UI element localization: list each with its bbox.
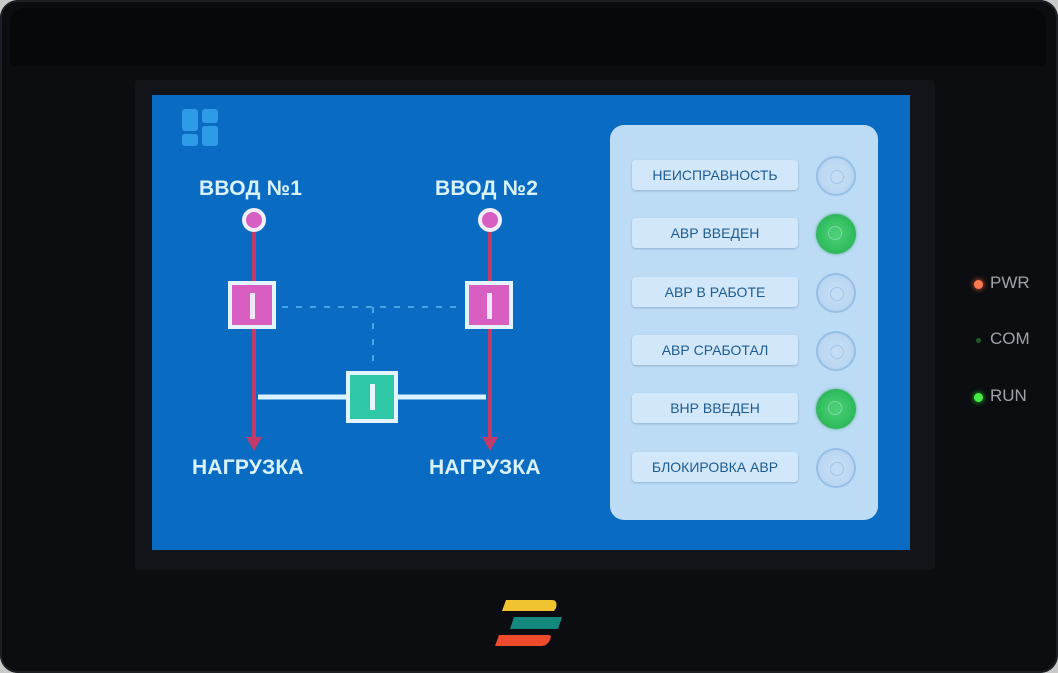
status-row-avr-enabled: АВР ВВЕДЕН bbox=[632, 214, 862, 254]
breaker-closed-icon bbox=[487, 293, 492, 319]
breaker-closed-icon bbox=[250, 293, 255, 319]
led-com-icon bbox=[976, 338, 981, 343]
indicator-lamp-off-icon bbox=[816, 273, 856, 313]
indicator-lamp-off-icon bbox=[816, 331, 856, 371]
breaker-input-2[interactable] bbox=[465, 281, 513, 329]
status-row-vnr-enabled: ВНР ВВЕДЕН bbox=[632, 389, 862, 429]
input-1-label: ВВОД №1 bbox=[199, 177, 303, 200]
status-label: АВР ВВЕДЕН bbox=[632, 218, 798, 248]
breaker-input-1[interactable] bbox=[228, 281, 276, 329]
indicator-lamp-off-icon bbox=[816, 156, 856, 196]
led-run: RUN bbox=[970, 385, 1050, 409]
indicator-lamp-on-icon bbox=[816, 214, 856, 254]
status-label: АВР В РАБОТЕ bbox=[632, 277, 798, 307]
grid-menu-icon[interactable] bbox=[182, 109, 220, 147]
breaker-sectional[interactable] bbox=[346, 371, 398, 423]
status-label: НЕИСПРАВНОСТЬ bbox=[632, 160, 798, 190]
load-2-label: НАГРУЗКА bbox=[429, 456, 541, 479]
indicator-lamp-off-icon bbox=[816, 448, 856, 488]
brand-logo-icon bbox=[495, 600, 562, 646]
status-panel: НЕИСПРАВНОСТЬ АВР ВВЕДЕН АВР В РАБОТЕ АВ… bbox=[610, 125, 878, 520]
led-pwr: PWR bbox=[970, 272, 1050, 296]
indicator-lamp-on-icon bbox=[816, 389, 856, 429]
status-row-avr-working: АВР В РАБОТЕ bbox=[632, 273, 862, 313]
load-1-label: НАГРУЗКА bbox=[192, 456, 304, 479]
single-line-diagram bbox=[242, 208, 502, 451]
led-label: COM bbox=[990, 329, 1030, 348]
input-2-label: ВВОД №2 bbox=[435, 177, 539, 200]
touch-screen[interactable]: ВВОД №1 ВВОД №2 НАГРУЗКА НАГРУЗКА НЕИСПР… bbox=[152, 95, 910, 550]
led-label: PWR bbox=[990, 273, 1030, 292]
status-row-avr-blocked: БЛОКИРОВКА АВР bbox=[632, 448, 862, 488]
status-row-avr-tripped: АВР СРАБОТАЛ bbox=[632, 331, 862, 371]
status-label: АВР СРАБОТАЛ bbox=[632, 335, 798, 365]
status-row-fault: НЕИСПРАВНОСТЬ bbox=[632, 156, 862, 196]
led-run-icon bbox=[974, 393, 983, 402]
led-label: RUN bbox=[990, 386, 1027, 405]
status-label: БЛОКИРОВКА АВР bbox=[632, 452, 798, 482]
led-pwr-icon bbox=[974, 280, 983, 289]
bezel-top-band bbox=[10, 8, 1046, 66]
breaker-closed-icon bbox=[370, 384, 375, 410]
led-com: COM bbox=[970, 328, 1050, 352]
status-label: ВНР ВВЕДЕН bbox=[632, 393, 798, 423]
